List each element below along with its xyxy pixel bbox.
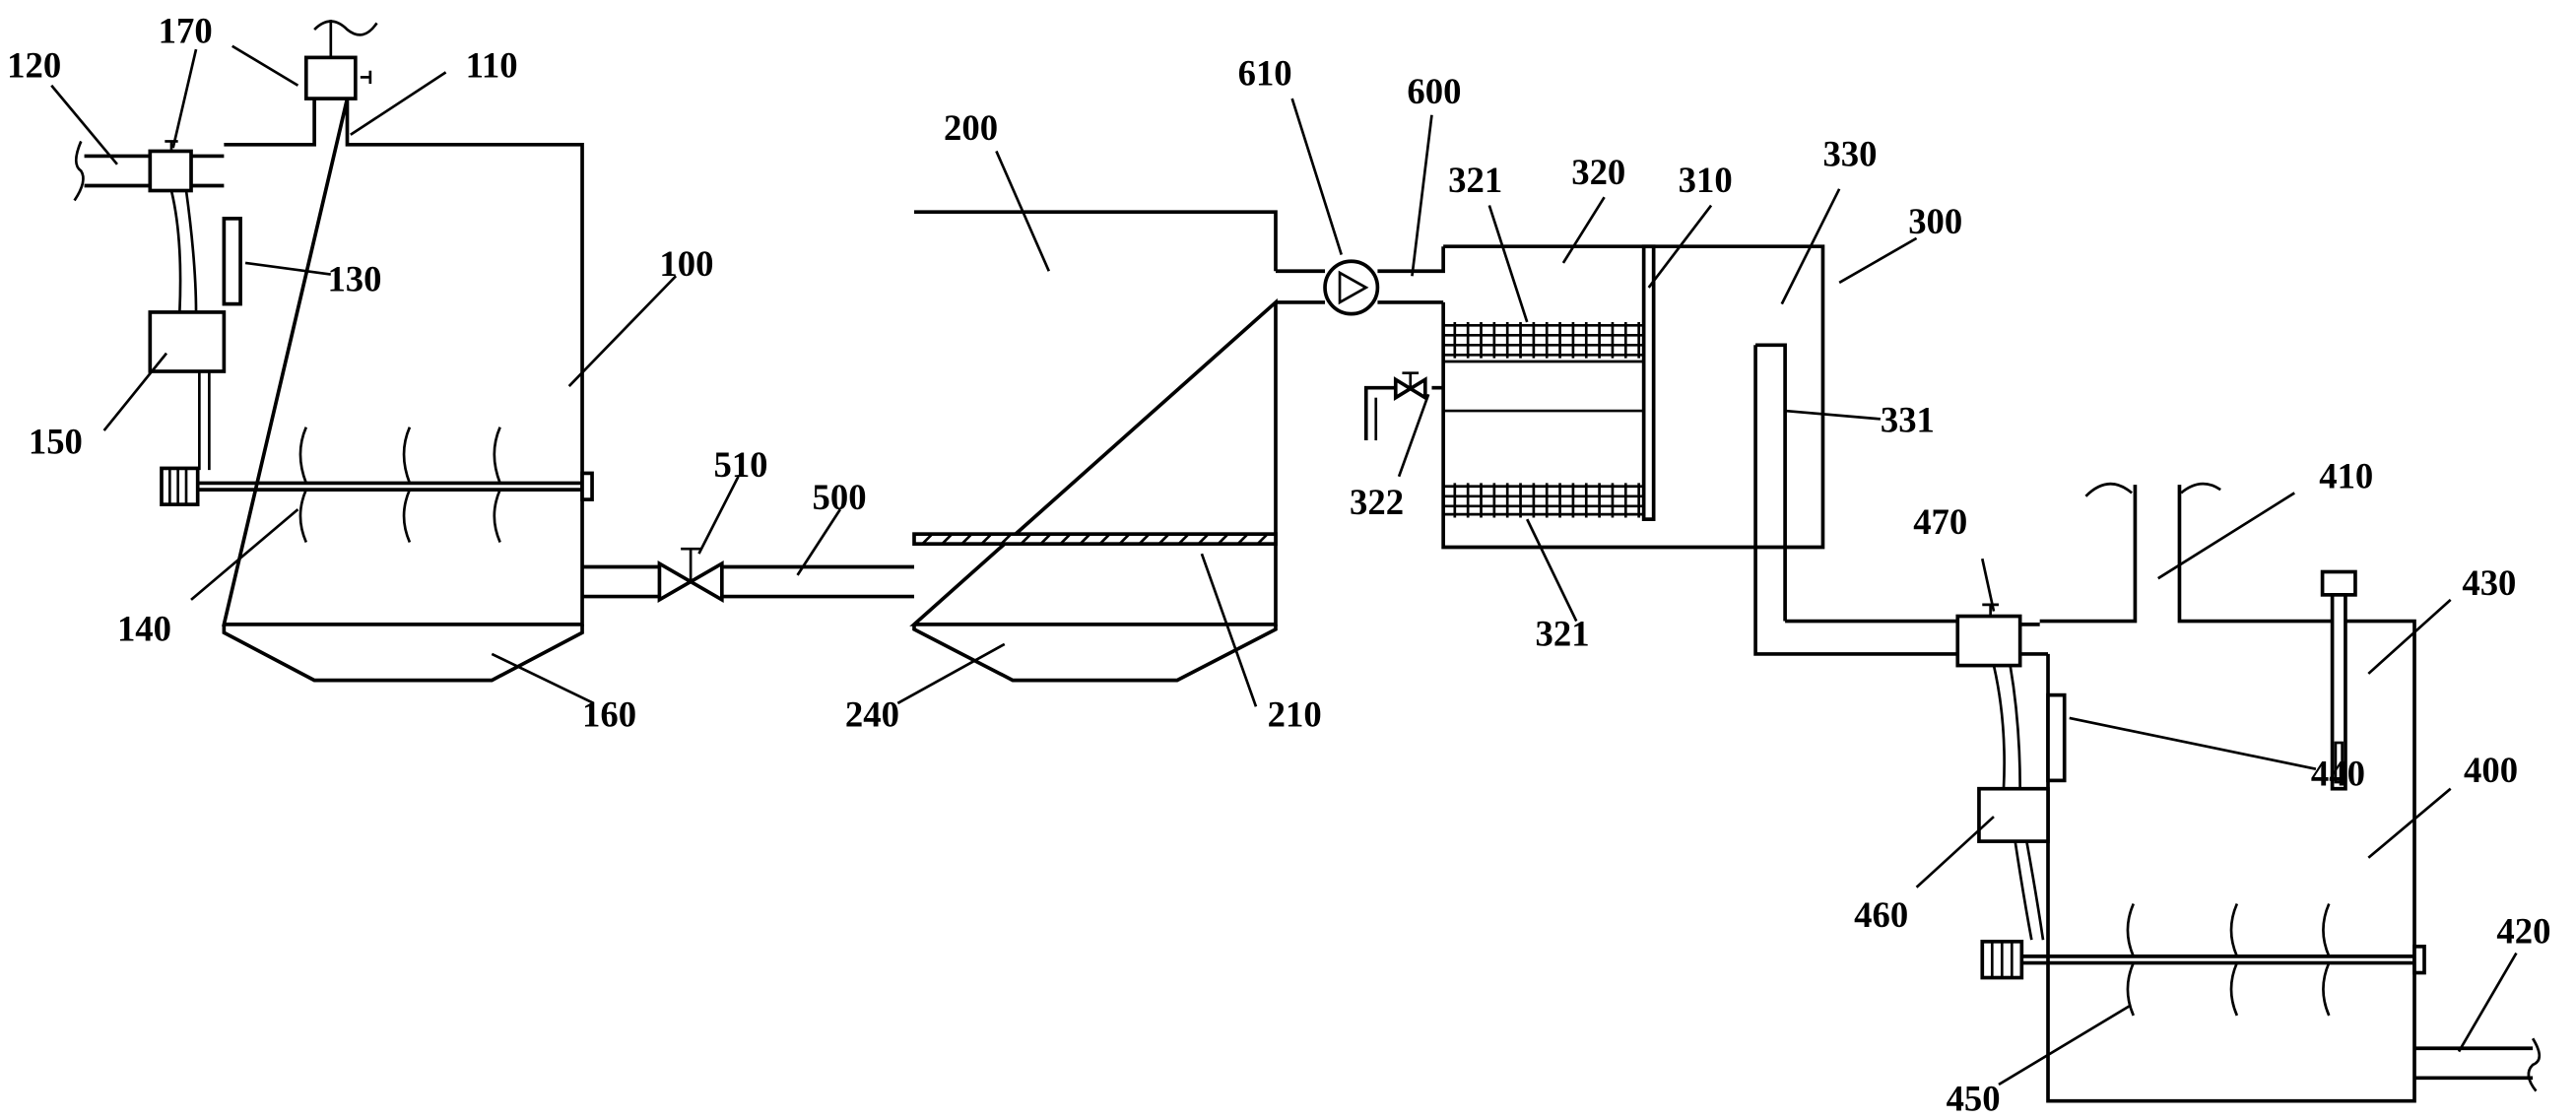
label-120: 120 [7,44,61,85]
label-430: 430 [2462,562,2516,603]
label-330: 330 [1822,133,1877,173]
label-140: 140 [117,609,171,649]
reference-labels: 120 170 110 130 100 150 140 160 510 500 … [7,10,2550,1118]
motor-140 [160,466,200,506]
label-331: 331 [1881,400,1935,440]
pipe-500 [582,547,914,604]
label-400: 400 [2464,750,2518,790]
partition-310 [1641,244,1656,521]
label-320: 320 [1571,152,1625,192]
label-170: 170 [159,10,213,50]
label-460: 460 [1854,894,1908,935]
label-322: 322 [1350,482,1404,522]
label-300: 300 [1908,201,1962,241]
tank-200 [909,210,1278,683]
sensor-130 [222,217,242,306]
label-130: 130 [327,258,381,298]
label-470: 470 [1913,501,1967,542]
drain-valve-322 [1363,371,1444,441]
label-110: 110 [466,44,518,85]
probe-430 [2320,569,2357,791]
overflow-pipe-331 [1753,343,1958,656]
label-210: 210 [1268,693,1322,734]
filter-plate-210 [912,532,1278,546]
label-600: 600 [1407,71,1461,111]
tank-100 [73,20,594,683]
tank-400 [1955,482,2542,1103]
label-420: 420 [2496,911,2550,952]
controller-460 [1977,786,2050,843]
label-150: 150 [29,421,83,461]
label-240: 240 [845,693,899,734]
label-450: 450 [1947,1079,2001,1119]
label-410: 410 [2319,455,2373,495]
controller-150 [148,310,227,373]
leader-lines [50,44,2518,1086]
label-440: 440 [2311,753,2365,793]
label-610: 610 [1238,53,1292,94]
electrode-321-upper [1443,321,1644,359]
sensor-440 [2046,692,2067,783]
label-160: 160 [582,693,636,734]
electrode-321-lower [1443,483,1644,518]
unit-300 [1363,244,1958,656]
pump-610 [1275,246,1445,316]
label-310: 310 [1679,160,1733,200]
valve-470 [1955,614,2022,668]
top-vent-block [303,55,358,100]
label-100: 100 [659,243,713,284]
label-500: 500 [813,477,867,517]
label-321-upper: 321 [1448,160,1502,200]
label-321-lower: 321 [1536,614,1590,654]
label-510: 510 [713,444,767,485]
label-200: 200 [944,107,998,148]
inlet-valve-170 [148,149,193,193]
